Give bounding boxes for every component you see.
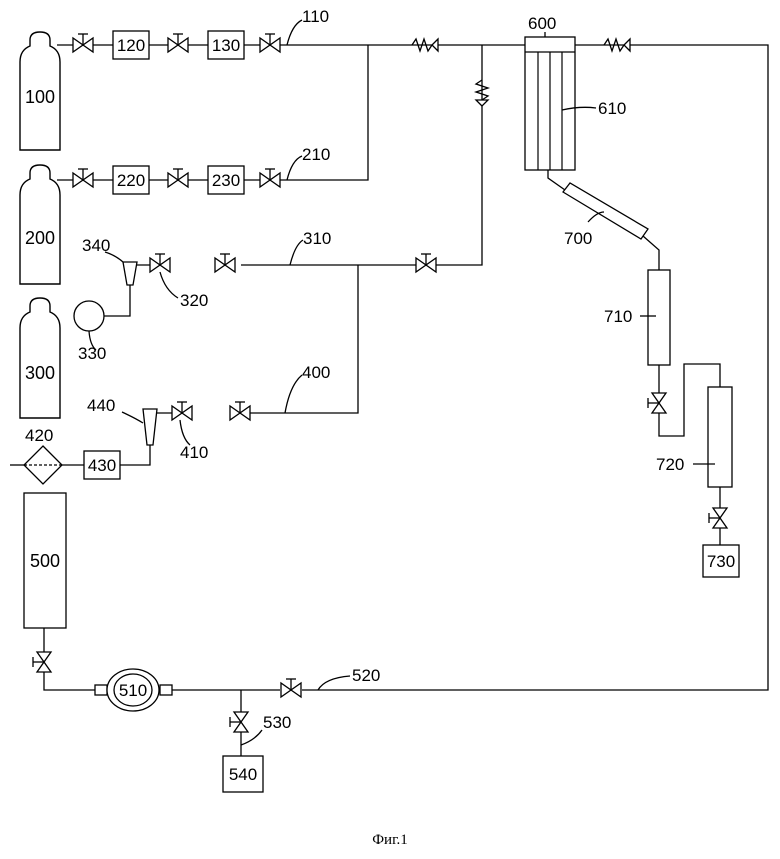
pipe-400: [250, 265, 358, 413]
leader-520: [318, 676, 350, 690]
label-100: 100: [25, 87, 55, 107]
label-710: 710: [604, 307, 632, 326]
label-610: 610: [598, 99, 626, 118]
pump-330: [74, 301, 104, 331]
labels: 100 200 300 120 130 220 230 430 540 730 …: [25, 7, 735, 784]
check-valve-r-seat: [624, 39, 630, 51]
label-200: 200: [25, 228, 55, 248]
label-310: 310: [303, 229, 331, 248]
label-720: 720: [656, 455, 684, 474]
valve-210-b: [168, 169, 188, 187]
valve-110-b: [168, 34, 188, 52]
pump-510-inlet: [95, 685, 107, 695]
label-700: 700: [564, 229, 592, 248]
label-440: 440: [87, 396, 115, 415]
pipe-330-340: [104, 285, 130, 316]
valve-710-out: [648, 393, 666, 413]
valve-520: [281, 679, 301, 697]
label-520: 520: [352, 666, 380, 685]
label-230: 230: [212, 171, 240, 190]
pipe-500-510-b: [44, 672, 95, 690]
pipe-430-440: [120, 445, 150, 465]
figure-caption: Фиг.1: [0, 832, 780, 849]
valve-110-a: [73, 34, 93, 52]
label-500: 500: [30, 551, 60, 571]
valve-310-b: [215, 254, 235, 272]
cylinder-300: [20, 298, 60, 418]
leader-110: [287, 20, 302, 45]
pipe-700-710: [643, 236, 659, 270]
valve-310-c: [416, 254, 436, 272]
label-600: 600: [528, 14, 556, 33]
valve-210-a: [73, 169, 93, 187]
pipelines: [10, 45, 768, 756]
label-530: 530: [263, 713, 291, 732]
flowmeter-440: [143, 409, 157, 445]
leader-320: [160, 272, 178, 298]
label-420: 420: [25, 426, 53, 445]
pump-510-outlet: [160, 685, 172, 695]
leader-400: [285, 375, 302, 413]
cylinder-200: [20, 165, 60, 284]
flowmeter-340: [123, 262, 137, 285]
label-320: 320: [180, 291, 208, 310]
valve-500-out: [33, 652, 51, 672]
check-valve-seat: [432, 39, 438, 51]
pipe-bypass-vertical: [241, 45, 482, 265]
leader-lines: [89, 20, 715, 745]
leader-210: [287, 156, 302, 180]
label-120: 120: [117, 36, 145, 55]
label-510: 510: [119, 681, 147, 700]
label-110: 110: [302, 7, 329, 26]
label-400: 400: [302, 363, 330, 382]
pipe-600-700: [548, 170, 565, 190]
label-540: 540: [229, 765, 257, 784]
label-210: 210: [302, 145, 330, 164]
label-340: 340: [82, 236, 110, 255]
valve-210-c: [260, 169, 280, 187]
label-130: 130: [212, 36, 240, 55]
valve-720-out: [709, 508, 727, 528]
valve-320: [150, 254, 170, 272]
label-410: 410: [180, 443, 208, 462]
valves-horizontal: [73, 34, 436, 697]
valve-410: [172, 402, 192, 420]
valve-530: [230, 712, 248, 732]
check-valve-v-seat: [476, 100, 488, 106]
leader-440: [122, 412, 143, 423]
label-220: 220: [117, 171, 145, 190]
leader-410: [180, 420, 190, 445]
label-300: 300: [25, 363, 55, 383]
separator-720: [708, 387, 732, 487]
valve-110-c: [260, 34, 280, 52]
separator-710: [648, 270, 670, 365]
label-430: 430: [88, 456, 116, 475]
leader-310: [290, 240, 303, 265]
label-330: 330: [78, 344, 106, 363]
label-730: 730: [707, 552, 735, 571]
valve-400-b: [230, 402, 250, 420]
